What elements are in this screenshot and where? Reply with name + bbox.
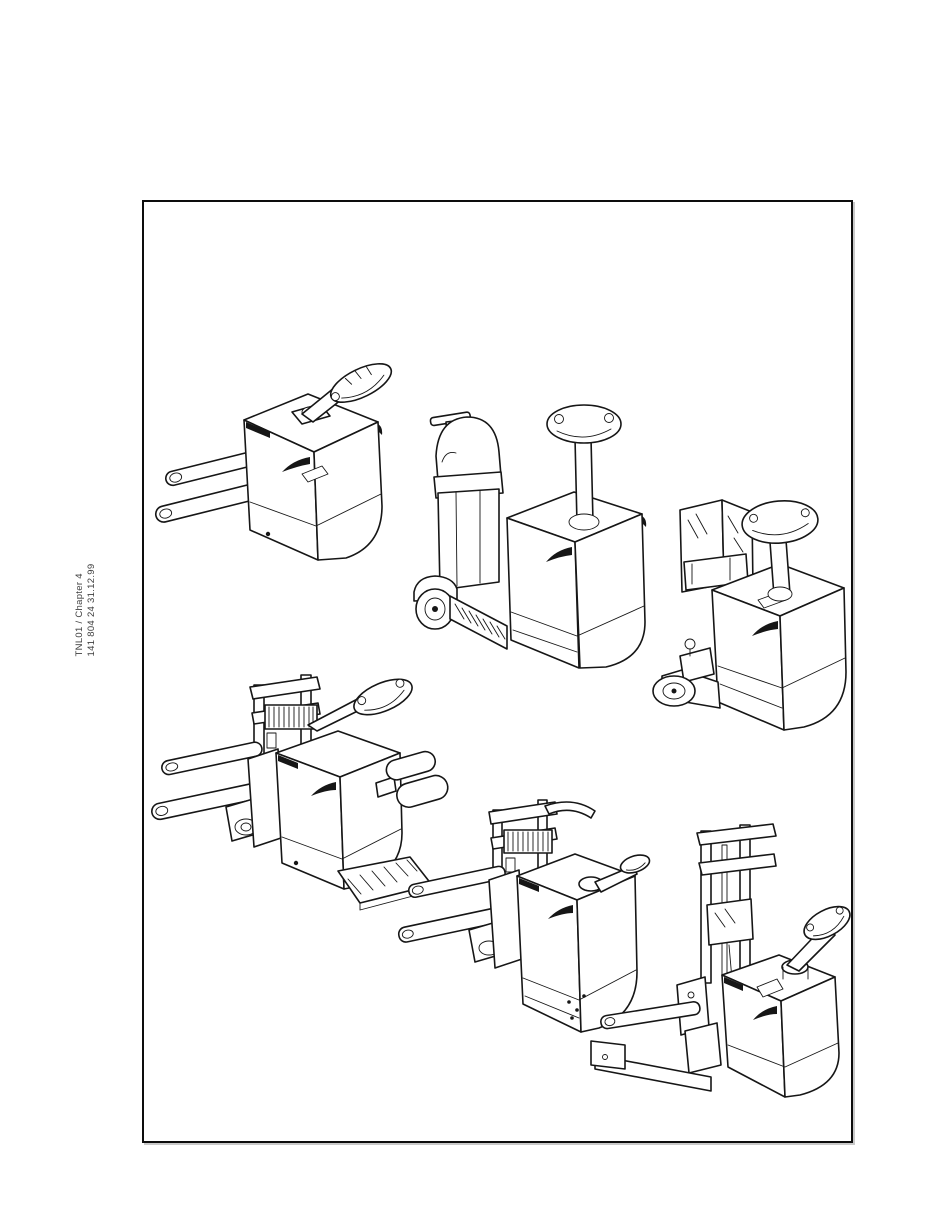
front-caster bbox=[652, 638, 721, 709]
forks bbox=[397, 865, 526, 969]
forks bbox=[151, 741, 285, 848]
illustration-pedestrian-double-stacker bbox=[397, 799, 651, 1033]
fork-carriage bbox=[676, 976, 722, 1074]
chassis-body bbox=[516, 853, 638, 1033]
mast bbox=[249, 674, 321, 780]
steering-handle bbox=[741, 500, 819, 544]
print-info-line2: 141 804 24 31.12.99 bbox=[86, 563, 97, 657]
steering-column bbox=[767, 539, 793, 602]
steering-handle bbox=[546, 404, 622, 444]
backrest-post bbox=[429, 411, 504, 591]
tiller-handle bbox=[803, 905, 851, 941]
mast bbox=[696, 823, 777, 996]
illustration-double-stacker-with-driver-platform bbox=[151, 674, 449, 911]
chassis-body bbox=[721, 954, 840, 1098]
illustration-frame bbox=[142, 200, 853, 1143]
drive-wheel bbox=[413, 575, 458, 630]
steering-head bbox=[578, 854, 651, 893]
chassis-body bbox=[243, 393, 383, 561]
mast bbox=[488, 799, 596, 899]
tiller-handle bbox=[329, 363, 393, 403]
load-backrest bbox=[679, 499, 754, 593]
print-info-vertical-text: TNL01 / Chapter 4 141 804 24 31.12.99 bbox=[74, 564, 98, 657]
illustration-low-lift-pallet-truck bbox=[154, 363, 393, 561]
illustration-pallet-truck-with-load-backrest bbox=[652, 499, 847, 731]
illustration-platform-tow-tractor bbox=[413, 404, 647, 669]
stand-platform bbox=[449, 595, 508, 650]
illustration-high-lift-pedestrian-stacker bbox=[590, 823, 851, 1098]
tiller-handle bbox=[353, 678, 413, 716]
side-guards bbox=[375, 750, 449, 809]
chassis-body bbox=[275, 730, 403, 890]
forks bbox=[590, 1001, 712, 1092]
print-info-line1: TNL01 / Chapter 4 bbox=[74, 573, 85, 657]
steering-column bbox=[568, 437, 600, 531]
